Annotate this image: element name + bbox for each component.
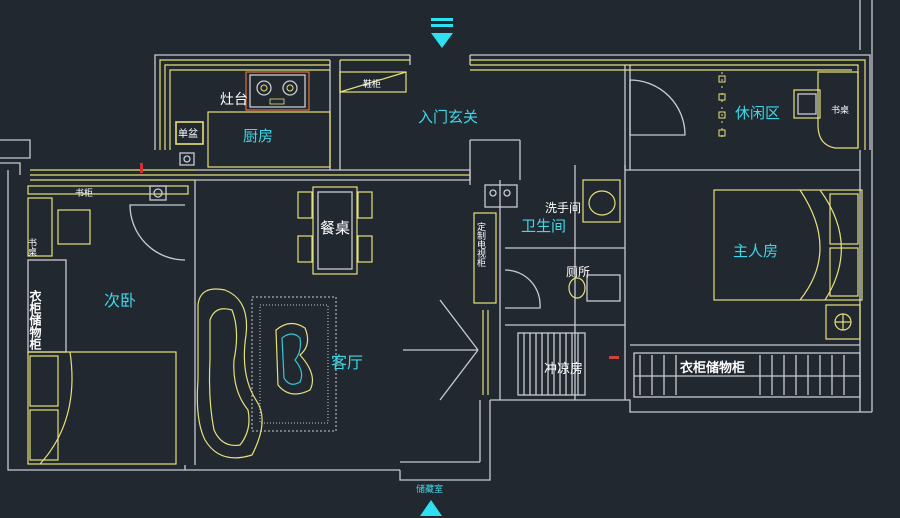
washbasin-icon bbox=[582, 179, 621, 223]
lounge-door bbox=[629, 79, 686, 136]
kitchen-stove-icon bbox=[245, 71, 310, 111]
top-yellow-walls bbox=[30, 59, 866, 181]
bookcase-label: 书柜 bbox=[75, 187, 93, 199]
single-sink-box bbox=[175, 121, 204, 145]
toilet-icon bbox=[568, 274, 621, 302]
bookcase-box bbox=[27, 185, 189, 195]
dining-table-label: 餐桌 bbox=[320, 219, 350, 237]
desk-left-label: 书桌 bbox=[26, 238, 37, 257]
bath-pipe bbox=[484, 184, 518, 208]
storage-room-label: 储藏室 bbox=[416, 483, 443, 495]
single-sink-label: 单盆 bbox=[178, 127, 198, 140]
bath-door bbox=[504, 269, 541, 309]
second-bedroom-label: 次卧 bbox=[104, 291, 136, 310]
bathroom-label: 卫生间 bbox=[521, 217, 566, 235]
desk-right-label: 书桌 bbox=[831, 104, 849, 116]
tv-cabinet-label: 定制电视柜 bbox=[475, 221, 486, 268]
master-lamp-icon bbox=[825, 304, 861, 340]
kitchen-counter bbox=[207, 111, 331, 168]
desk-left-box bbox=[27, 197, 53, 257]
master-bed bbox=[713, 189, 863, 301]
kitchen-stove-label: 灶台 bbox=[220, 92, 248, 108]
desk-left-chair bbox=[57, 209, 91, 245]
dining-table bbox=[297, 186, 373, 275]
shower-label: 冲凉房 bbox=[544, 361, 583, 377]
shoe-cabinet-box bbox=[339, 71, 407, 93]
living-room-label: 客厅 bbox=[331, 353, 363, 372]
wardrobe-left-label: 衣柜储物柜 bbox=[28, 289, 42, 350]
coffee-table bbox=[275, 322, 313, 395]
lounge-label: 休闲区 bbox=[735, 104, 780, 122]
kitchen-pipe bbox=[179, 152, 195, 166]
toilet-label: 厕所 bbox=[566, 265, 590, 279]
second-bed bbox=[27, 351, 177, 465]
storage-arrow-icon bbox=[420, 500, 442, 516]
entry-arrow-icon bbox=[431, 18, 453, 48]
living-rug bbox=[251, 296, 337, 432]
shower-tray bbox=[517, 332, 586, 396]
kitchen-label: 厨房 bbox=[243, 127, 273, 145]
sofa bbox=[196, 288, 263, 459]
desk-right-box bbox=[817, 71, 859, 149]
lounge-curtain bbox=[718, 72, 726, 140]
washroom-label: 洗手间 bbox=[545, 201, 581, 215]
master-bedroom-label: 主人房 bbox=[733, 242, 778, 260]
second-bedroom-door bbox=[129, 204, 186, 261]
outer-walls bbox=[0, 0, 873, 481]
shoe-cabinet-label: 鞋柜 bbox=[363, 78, 381, 90]
tv-cabinet-box bbox=[473, 212, 497, 304]
wardrobe-right-label: 衣柜储物柜 bbox=[680, 360, 745, 376]
wardrobe-right-box bbox=[633, 352, 861, 398]
entry-foyer-label: 入门玄关 bbox=[418, 108, 478, 126]
lounge-chair bbox=[793, 89, 821, 119]
